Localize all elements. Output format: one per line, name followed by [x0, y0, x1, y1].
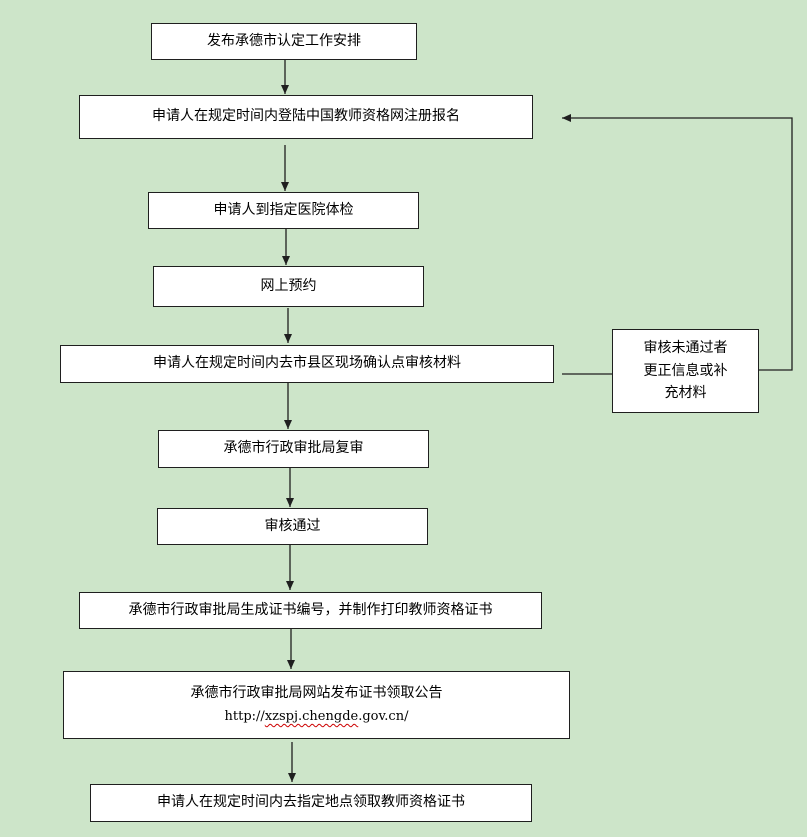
url-prefix: http://: [224, 708, 265, 724]
step-online-registration: 申请人在规定时间内登陆中国教师资格网注册报名: [79, 95, 533, 139]
step-certificate-pickup: 申请人在规定时间内去指定地点领取教师资格证书: [90, 784, 532, 822]
side-note-line-2: 更正信息或补: [643, 362, 728, 379]
step-pickup-announcement-label: 承德市行政审批局网站发布证书领取公告: [190, 685, 443, 702]
side-note-line-3: 充材料: [664, 385, 707, 402]
step-onsite-review-label: 申请人在规定时间内去市县区现场确认点审核材料: [153, 355, 461, 372]
step-publish-arrangement-label: 发布承德市认定工作安排: [207, 32, 361, 49]
step-bureau-recheck: 承德市行政审批局复审: [158, 430, 429, 468]
step-certificate-generation: 承德市行政审批局生成证书编号，并制作打印教师资格证书: [79, 592, 542, 629]
step-certificate-pickup-label: 申请人在规定时间内去指定地点领取教师资格证书: [157, 794, 465, 811]
step-online-registration-label: 申请人在规定时间内登陆中国教师资格网注册报名: [152, 108, 460, 125]
side-note-line-1: 审核未通过者: [643, 340, 728, 357]
step-medical-exam: 申请人到指定医院体检: [148, 192, 419, 229]
step-review-passed: 审核通过: [157, 508, 428, 545]
url-host: xzspj.chengde: [264, 708, 359, 724]
bureau-website-url: http://xzspj.chengde.gov.cn/: [225, 707, 409, 727]
step-online-appointment-label: 网上预约: [260, 277, 317, 294]
url-suffix: .gov.cn/: [358, 708, 409, 724]
step-online-appointment: 网上预约: [153, 266, 424, 307]
side-note-failed-review: 审核未通过者 更正信息或补 充材料: [612, 329, 759, 413]
feedback-arrow-note-to-step2: [562, 114, 793, 371]
step-bureau-recheck-label: 承德市行政审批局复审: [223, 440, 364, 457]
step-pickup-announcement: 承德市行政审批局网站发布证书领取公告 http://xzspj.chengde.…: [63, 671, 570, 739]
step-publish-arrangement: 发布承德市认定工作安排: [151, 23, 417, 60]
step-review-passed-label: 审核通过: [264, 517, 321, 534]
step-onsite-review: 申请人在规定时间内去市县区现场确认点审核材料: [60, 345, 554, 383]
step-certificate-generation-label: 承德市行政审批局生成证书编号，并制作打印教师资格证书: [128, 601, 493, 618]
step-medical-exam-label: 申请人到指定医院体检: [213, 201, 354, 218]
